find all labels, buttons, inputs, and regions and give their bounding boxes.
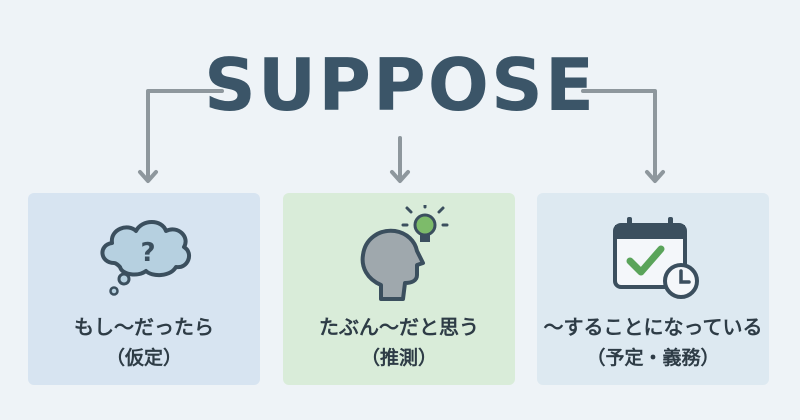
arrowhead-left <box>138 170 158 183</box>
arrowhead-right <box>645 170 665 183</box>
card-guess-label: たぶん〜だと思う <box>319 315 479 339</box>
card-plan: 〜することになっている （予定・義務） <box>537 193 769 385</box>
card-plan-sublabel: （予定・義務） <box>586 347 720 369</box>
arrow-left <box>146 89 224 182</box>
card-hypothesis-sublabel: （仮定） <box>105 347 182 369</box>
question-cloud-icon: ? <box>100 220 192 296</box>
card-guess-sublabel: （推測） <box>360 347 437 369</box>
card-hypothesis-label: もし〜だったら <box>74 315 214 339</box>
arrow-right <box>581 89 657 182</box>
card-hypothesis: ? もし〜だったら （仮定） <box>28 193 260 385</box>
card-guess: たぶん〜だと思う （推測） <box>283 193 515 385</box>
arrowhead-center <box>390 170 410 183</box>
head-lightbulb-icon <box>360 205 449 301</box>
calendar-clock-icon <box>613 217 699 299</box>
card-plan-label: 〜することになっている <box>543 315 763 339</box>
lightbulb-icon <box>401 205 449 242</box>
diagram-title: SUPPOSE <box>203 43 597 127</box>
svg-text:?: ? <box>140 238 155 268</box>
